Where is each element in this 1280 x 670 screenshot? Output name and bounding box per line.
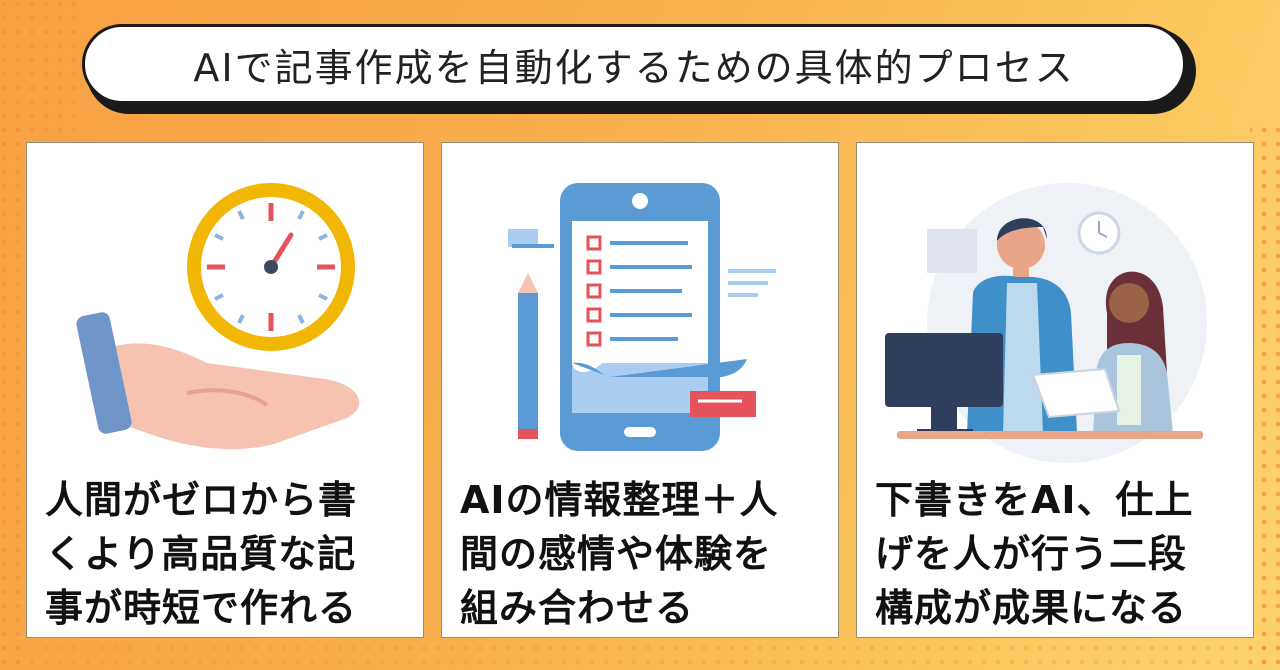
title-banner: AIで記事作成を自動化するための具体的プロセス [82,24,1186,104]
card-caption: 下書きをAI、仕上 げを人が行う二段 構成が成果になる [875,478,1194,630]
card-time-saving: 人間がゼロから書 くより高品質な記 事が時短で作れる [26,142,424,638]
card-two-stage-workflow: 下書きをAI、仕上 げを人が行う二段 構成が成果になる [856,142,1254,638]
hand-holding-clock-icon [76,183,360,450]
smartphone-checklist-icon [508,183,776,451]
people-at-computer-icon [885,183,1207,463]
page-title: AIで記事作成を自動化するための具体的プロセス [193,45,1075,90]
card-caption: AIの情報整理＋人 間の感情や体験を 組み合わせる [460,478,779,630]
card-ai-human-combination: AIの情報整理＋人 間の感情や体験を 組み合わせる [441,142,839,638]
card-caption: 人間がゼロから書 くより高品質な記 事が時短で作れる [45,478,358,630]
